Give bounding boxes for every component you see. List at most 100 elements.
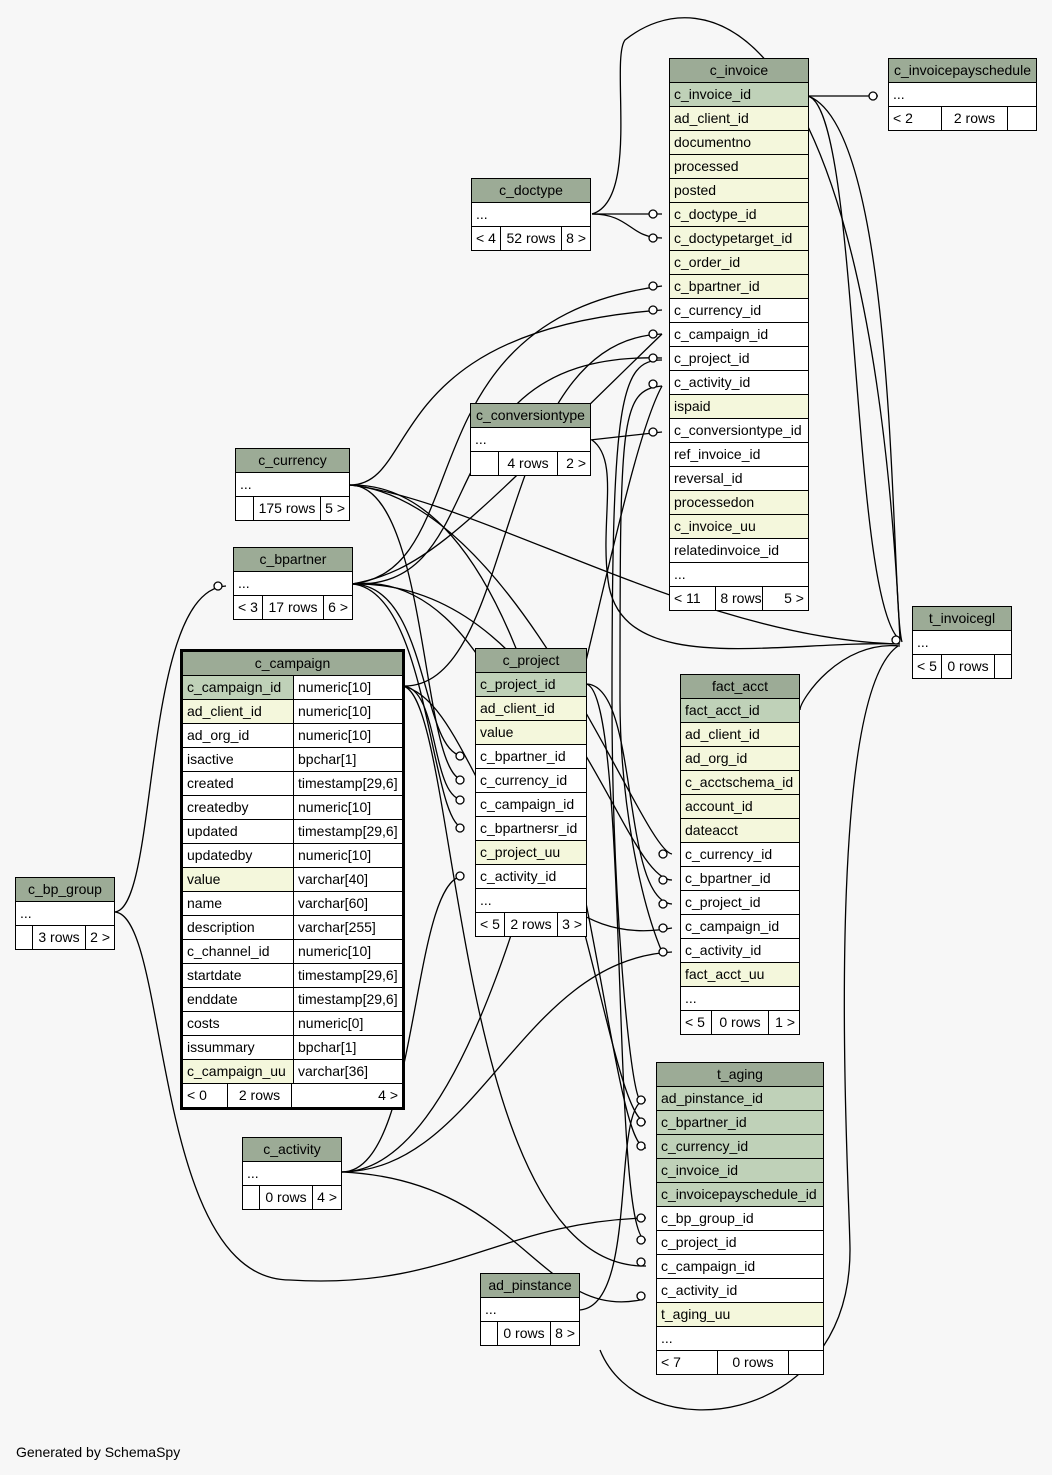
column-ellipsis: ... xyxy=(889,83,1036,106)
parents-count: < 7 xyxy=(657,1351,717,1374)
table-c_conversiontype: c_conversiontype ... 4 rows 2 > xyxy=(470,403,591,476)
children-count xyxy=(995,655,1011,678)
column-ellipsis: ... xyxy=(657,1327,823,1350)
column-ellipsis: ... xyxy=(913,631,1011,654)
column-ellipsis: ... xyxy=(681,987,799,1010)
column-enddate: enddate xyxy=(183,988,293,1011)
column-ellipsis: ... xyxy=(476,889,586,912)
column-c_campaign_id: c_campaign_id xyxy=(670,323,808,346)
column-c_activity_id: c_activity_id xyxy=(670,371,808,394)
column-issummary: issummary xyxy=(183,1036,293,1059)
table-ad_pinstance: ad_pinstance ... 0 rows 8 > xyxy=(480,1273,580,1346)
column-c_campaign_id: c_campaign_id xyxy=(183,676,293,699)
column-c_currency_id: c_currency_id xyxy=(681,843,799,866)
column-ellipsis: ... xyxy=(234,572,352,595)
column-ad_org_id: ad_org_id xyxy=(183,724,293,747)
column-ellipsis: ... xyxy=(471,428,590,451)
column-account_id: account_id xyxy=(681,795,799,818)
children-count: 8 > xyxy=(562,227,590,250)
table-title: t_aging xyxy=(657,1063,823,1086)
children-count: 1 > xyxy=(769,1011,799,1034)
children-count: 5 > xyxy=(762,587,808,610)
table-c_invoicepayschedule: c_invoicepayschedule ... < 2 2 rows xyxy=(888,58,1037,131)
column-type: varchar[255] xyxy=(294,916,402,939)
table-title: c_bpartner xyxy=(234,548,352,571)
table-c_campaign: c_campaign c_campaign_id numeric[10] ad_… xyxy=(180,649,405,1110)
column-c_project_uu: c_project_uu xyxy=(476,841,586,864)
table-title: c_campaign xyxy=(183,652,402,675)
column-processedon: processedon xyxy=(670,491,808,514)
column-c_campaign_uu: c_campaign_uu xyxy=(183,1060,293,1083)
column-type: timestamp[29,6] xyxy=(294,820,402,843)
column-ellipsis: ... xyxy=(472,203,590,226)
row-count: 175 rows xyxy=(254,497,320,520)
parents-count xyxy=(16,926,32,949)
parents-count xyxy=(481,1322,497,1345)
table-title: c_conversiontype xyxy=(471,404,590,427)
column-c_invoice_id: c_invoice_id xyxy=(670,83,808,106)
column-c_doctype_id: c_doctype_id xyxy=(670,203,808,226)
column-type: varchar[40] xyxy=(294,868,402,891)
column-c_bp_group_id: c_bp_group_id xyxy=(657,1207,823,1230)
column-name: name xyxy=(183,892,293,915)
column-ellipsis: ... xyxy=(481,1298,579,1321)
column-description: description xyxy=(183,916,293,939)
row-count: 0 rows xyxy=(942,655,994,678)
column-c_invoicepayschedule_id: c_invoicepayschedule_id xyxy=(657,1183,823,1206)
column-type: varchar[36] xyxy=(294,1060,402,1083)
table-title: c_bp_group xyxy=(16,878,114,901)
column-ellipsis: ... xyxy=(670,563,808,586)
column-ellipsis: ... xyxy=(16,902,114,925)
column-costs: costs xyxy=(183,1012,293,1035)
parents-count: < 4 xyxy=(472,227,500,250)
row-count: 0 rows xyxy=(718,1351,788,1374)
column-c_acctschema_id: c_acctschema_id xyxy=(681,771,799,794)
parents-count: < 5 xyxy=(476,913,504,936)
column-c_activity_id: c_activity_id xyxy=(476,865,586,888)
table-title: c_project xyxy=(476,649,586,672)
table-title: t_invoicegl xyxy=(913,607,1011,630)
column-fact_acct_id: fact_acct_id xyxy=(681,699,799,722)
column-posted: posted xyxy=(670,179,808,202)
children-count: 4 > xyxy=(313,1186,341,1209)
table-title: ad_pinstance xyxy=(481,1274,579,1297)
row-count: 4 rows xyxy=(499,452,557,475)
table-title: c_invoicepayschedule xyxy=(889,59,1036,82)
table-t_invoicegl: t_invoicegl ... < 5 0 rows xyxy=(912,606,1012,679)
column-created: created xyxy=(183,772,293,795)
parents-count: < 11 xyxy=(670,587,716,610)
column-c_project_id: c_project_id xyxy=(657,1231,823,1254)
column-c_bpartnersr_id: c_bpartnersr_id xyxy=(476,817,586,840)
column-type: numeric[10] xyxy=(294,676,402,699)
table-c_activity: c_activity ... 0 rows 4 > xyxy=(242,1137,342,1210)
column-c_project_id: c_project_id xyxy=(476,673,586,696)
column-ad_client_id: ad_client_id xyxy=(681,723,799,746)
children-count: 5 > xyxy=(321,497,349,520)
column-ellipsis: ... xyxy=(236,473,349,496)
column-type: numeric[10] xyxy=(294,796,402,819)
column-c_campaign_id: c_campaign_id xyxy=(476,793,586,816)
column-c_bpartner_id: c_bpartner_id xyxy=(657,1111,823,1134)
column-c_campaign_id: c_campaign_id xyxy=(657,1255,823,1278)
column-c_activity_id: c_activity_id xyxy=(657,1279,823,1302)
column-value: value xyxy=(183,868,293,891)
table-c_bpartner: c_bpartner ... < 3 17 rows 6 > xyxy=(233,547,353,620)
column-ispaid: ispaid xyxy=(670,395,808,418)
table-title: c_doctype xyxy=(472,179,590,202)
generated-by-note: Generated by SchemaSpy xyxy=(16,1444,181,1460)
row-count: 0 rows xyxy=(712,1011,768,1034)
parents-count: < 0 xyxy=(183,1084,227,1107)
column-isactive: isactive xyxy=(183,748,293,771)
column-ellipsis: ... xyxy=(243,1162,341,1185)
column-reversal_id: reversal_id xyxy=(670,467,808,490)
row-count: 2 rows xyxy=(505,913,557,936)
row-count: 8 rows xyxy=(716,587,762,610)
column-updated: updated xyxy=(183,820,293,843)
parents-count xyxy=(471,452,498,475)
column-c_bpartner_id: c_bpartner_id xyxy=(476,745,586,768)
table-t_aging: t_aging ad_pinstance_id c_bpartner_id c_… xyxy=(656,1062,824,1375)
column-value: value xyxy=(476,721,586,744)
children-count: 4 > xyxy=(292,1084,402,1107)
table-title: c_activity xyxy=(243,1138,341,1161)
row-count: 2 rows xyxy=(942,107,1007,130)
